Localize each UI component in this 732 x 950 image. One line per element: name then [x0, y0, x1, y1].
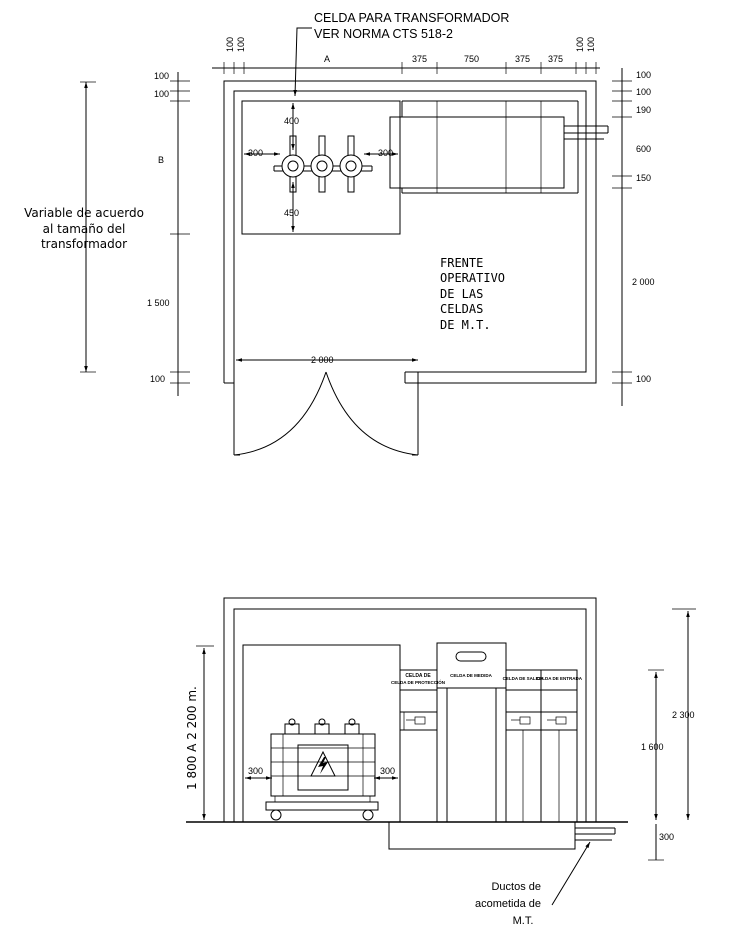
- cell-label-medida: CELDA DE MEDIDA: [450, 673, 493, 678]
- dim-2300: 2 300: [672, 710, 695, 720]
- right-dim-150: 150: [636, 173, 651, 183]
- frente-line-3: DE LAS: [440, 287, 483, 301]
- transformer-elevation: [265, 718, 379, 821]
- cell-salida: [505, 669, 542, 823]
- foundation-pit: [388, 822, 576, 850]
- top-dim-375-a: 375: [412, 54, 427, 64]
- dim-300-bottom: 300: [659, 832, 674, 842]
- dim-300-right: 300: [378, 148, 393, 158]
- top-dim-375-c: 375: [548, 54, 563, 64]
- top-dim-375-b: 375: [515, 54, 530, 64]
- dim-300-left: 300: [248, 148, 263, 158]
- title-line-1: CELDA PARA TRANSFORMADOR: [314, 11, 509, 25]
- left-dim-100-c: 100: [150, 374, 165, 384]
- variable-line-2: al tamaño del: [43, 222, 126, 236]
- right-dim-100-c: 100: [636, 374, 651, 384]
- dim-400: 400: [284, 116, 299, 126]
- top-dim-2: 100: [236, 37, 246, 52]
- right-dimension-chain: 100 100 190 600 150 2 000 100: [612, 68, 655, 406]
- cell-label-proteccion: CELDA DE PROTECCIÓN: [391, 678, 445, 685]
- dim-1600: 1 600: [641, 742, 664, 752]
- building-outer: [223, 597, 597, 822]
- dim-2000-plan: 2 000: [311, 355, 334, 365]
- transformer-bushings: [273, 135, 373, 193]
- right-dim-100-a: 100: [636, 70, 651, 80]
- variable-line-1: Variable de acuerdo: [24, 206, 144, 220]
- variable-line-3: transformador: [41, 237, 127, 251]
- transformer-cell: [241, 100, 401, 235]
- top-dimension-chain: 100 100 A 375 750 375 375 100 100: [212, 37, 600, 74]
- left-dim-100-a: 100: [154, 71, 169, 81]
- top-dim-9: 100: [586, 37, 596, 52]
- cell-label-proteccion-1: CELDA DE: [405, 673, 431, 679]
- title-line-2: VER NORMA CTS 518-2: [314, 27, 453, 41]
- top-dim-1: 100: [225, 37, 235, 52]
- dim-450: 450: [284, 208, 299, 218]
- medida-window: [455, 651, 487, 662]
- title-leader: [293, 27, 312, 97]
- outer-wall: [223, 80, 597, 384]
- plan-view: 400 450 300 300 2 000 FRENTE OPERATIVO D…: [223, 80, 609, 456]
- cell-label-entrada: CELDA DE ENTRADA: [536, 676, 583, 681]
- right-dim-100-b: 100: [636, 87, 651, 97]
- right-dim-190: 190: [636, 105, 651, 115]
- side-300-right: 300: [380, 766, 395, 776]
- mv-cells-outline: [389, 116, 565, 189]
- frente-line-2: OPERATIVO: [440, 271, 505, 285]
- frente-line-5: DE M.T.: [440, 318, 491, 332]
- top-dim-750: 750: [464, 54, 479, 64]
- cell-label-salida: CELDA DE SALIDA: [503, 676, 545, 681]
- left-dimension-chain: 100 100 B 1 500 100 Variable de acuerdo …: [24, 71, 190, 396]
- left-dim-b: B: [158, 155, 164, 165]
- height-note: 1 800 A 2 200 m.: [185, 686, 199, 790]
- right-dim-2000: 2 000: [632, 277, 655, 287]
- right-dim-600: 600: [636, 144, 651, 154]
- top-dim-a: A: [324, 54, 330, 64]
- left-dim-1500: 1 500: [147, 298, 170, 308]
- cell-proteccion: [399, 669, 438, 823]
- ducts-label-1: Ductos de: [491, 881, 541, 893]
- door-right-arc: [325, 371, 419, 456]
- side-300-left: 300: [248, 766, 263, 776]
- building-inner: [233, 608, 587, 822]
- elevation-view: CELDA DE CELDA DE PROTECCIÓN CELDA DE ME…: [185, 597, 696, 927]
- door-left-arc: [233, 371, 327, 456]
- frente-line-1: FRENTE: [440, 256, 483, 270]
- ducts-label-3: M.T.: [513, 915, 534, 927]
- left-dim-100-b: 100: [154, 89, 169, 99]
- top-dim-8: 100: [575, 37, 585, 52]
- ducts-label-2: acometida de: [475, 898, 541, 910]
- inner-wall: [233, 90, 587, 373]
- frente-line-4: CELDAS: [440, 302, 483, 316]
